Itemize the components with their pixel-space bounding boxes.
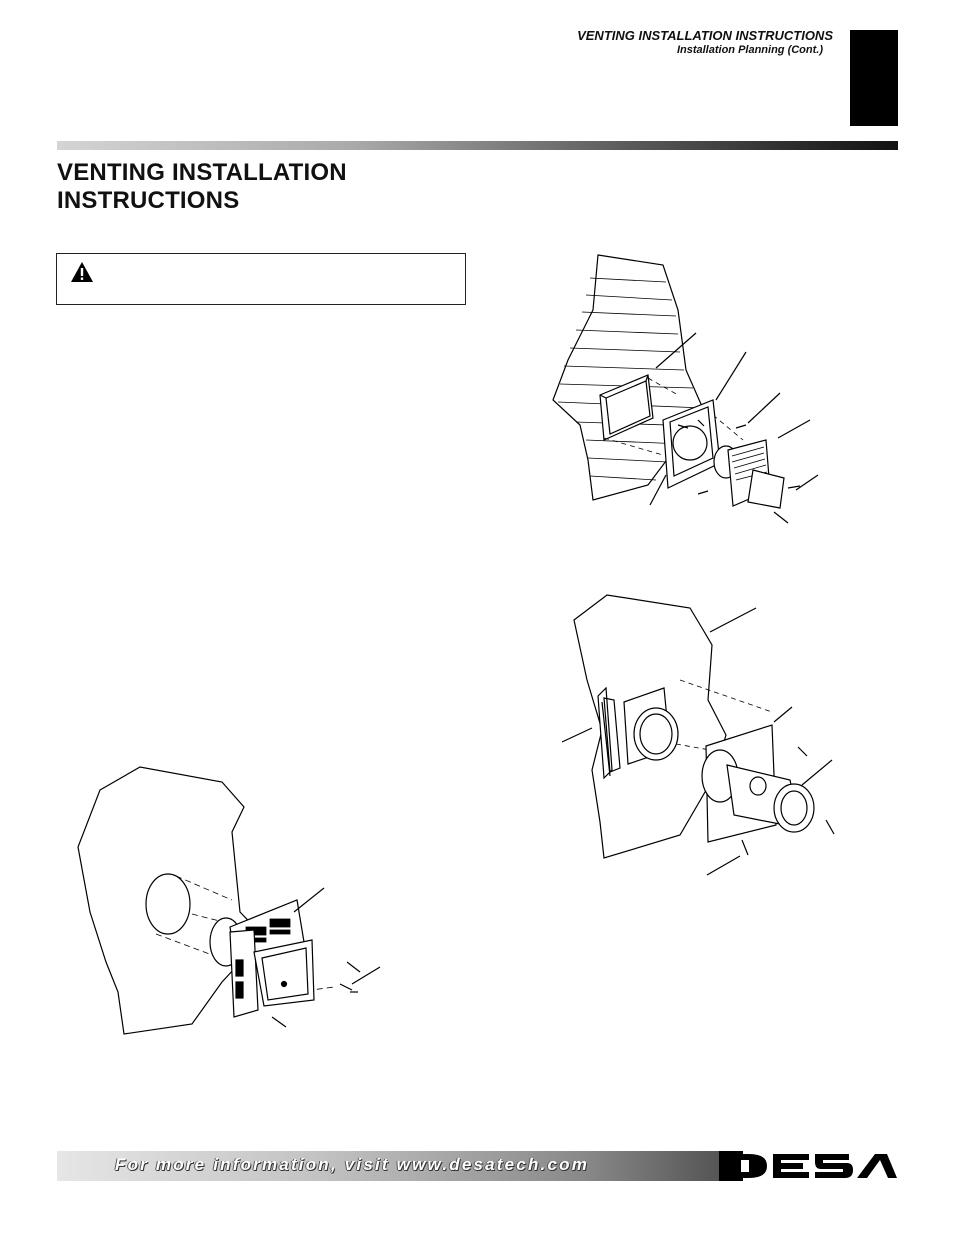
running-header-title: VENTING INSTALLATION INSTRUCTIONS (577, 28, 833, 43)
figure-wall-round-hole-vent (77, 766, 381, 1035)
warning-triangle-icon (71, 262, 93, 282)
section-title: VENTING INSTALLATION INSTRUCTIONS (57, 159, 347, 214)
running-header-subtitle: Installation Planning (Cont.) (676, 44, 823, 56)
desa-logo (719, 1151, 898, 1181)
footer-link-text[interactable]: For more information, visit www.desatech… (115, 1155, 590, 1174)
figure-wall-pipe-firestop (562, 594, 835, 876)
header-rule (57, 141, 898, 150)
footer-bar (57, 1151, 719, 1181)
page-tab-marker (850, 30, 898, 126)
figure-siding-wall-vent (552, 254, 819, 524)
warning-box (56, 253, 466, 305)
